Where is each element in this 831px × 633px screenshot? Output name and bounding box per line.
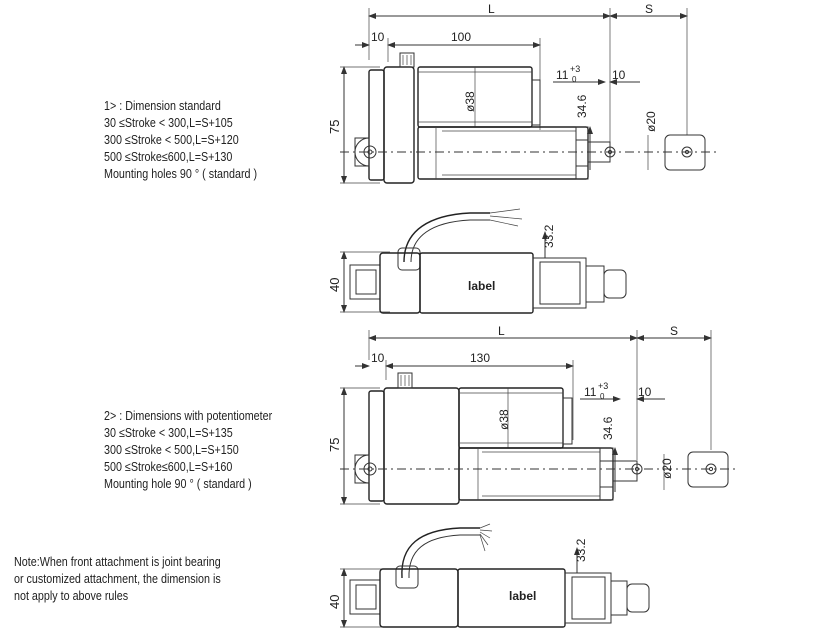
spec-line: 30 ≤Stroke < 300,L=S+105: [104, 116, 233, 130]
dim-10: 10: [371, 30, 385, 44]
dim-d20-2: ø20: [660, 458, 674, 479]
product-label: label: [468, 279, 495, 293]
spec-line: Mounting holes 90 ° ( standard ): [104, 167, 258, 181]
potentiometer-dimension-notes: 2> : Dimensions with potentiometer 30 ≤S…: [104, 408, 272, 493]
dim-10-2: 10: [371, 351, 385, 365]
note-text: Note:When front attachment is joint bear…: [14, 554, 221, 605]
tol-plus: +3: [570, 64, 580, 74]
standard-dimension-notes: 1> : Dimension standard 30 ≤Stroke < 300…: [104, 98, 257, 183]
spec-line: 500 ≤Stroke≤600,L=S+130: [104, 150, 233, 164]
tol-zero-2: 0: [600, 392, 605, 401]
tol-11-2: 11: [584, 385, 597, 399]
dim-75: 75: [327, 120, 342, 134]
dim-L: L: [488, 2, 495, 16]
dim-S: S: [645, 2, 653, 16]
tol-11: 11: [556, 68, 569, 82]
dim-33-2-2: 33.2: [574, 538, 588, 562]
spec-line: Mounting hole 90 ° ( standard ): [104, 477, 252, 491]
dim-34-6-2: 34.6: [601, 416, 615, 440]
dim-40: 40: [327, 278, 342, 292]
actuator-top-view-standard: 40 label 33.2: [327, 208, 627, 314]
actuator-top-view-potentiometer: 40 label 33.2: [327, 523, 650, 628]
dim-10b-2: 10: [638, 385, 652, 399]
product-label-2: label: [509, 589, 536, 603]
tol-zero: 0: [572, 75, 577, 84]
spec-line: 30 ≤Stroke < 300,L=S+135: [104, 426, 233, 440]
spec-line: 2> : Dimensions with potentiometer: [104, 409, 273, 423]
tol-plus-2: +3: [598, 381, 608, 391]
dim-33-2: 33.2: [542, 224, 556, 248]
note-line: or customized attachment, the dimension …: [14, 572, 221, 586]
dim-S-2: S: [670, 324, 678, 338]
dim-34-6: 34.6: [575, 94, 589, 118]
actuator-side-view-standard: L S 10 100 11 +3 0 10 75 ø38: [327, 2, 720, 184]
dim-130: 130: [470, 351, 490, 365]
note-line: not apply to above rules: [14, 589, 129, 603]
dim-L-2: L: [498, 324, 505, 338]
dim-75-2: 75: [327, 438, 342, 452]
spec-line: 300 ≤Stroke < 500,L=S+150: [104, 443, 239, 457]
spec-line: 300 ≤Stroke < 500,L=S+120: [104, 133, 239, 147]
dim-40-2: 40: [327, 595, 342, 609]
dim-d38: ø38: [463, 91, 477, 112]
dim-d38-2: ø38: [497, 409, 511, 430]
note-line: Note:When front attachment is joint bear…: [14, 555, 221, 569]
actuator-side-view-potentiometer: L S 10 130 11 +3 0 10 75 ø38: [327, 324, 735, 505]
dim-100: 100: [451, 30, 471, 44]
spec-line: 500 ≤Stroke≤600,L=S+160: [104, 460, 233, 474]
dim-d20: ø20: [644, 111, 658, 132]
dim-10b: 10: [612, 68, 626, 82]
spec-line: 1> : Dimension standard: [104, 99, 221, 113]
